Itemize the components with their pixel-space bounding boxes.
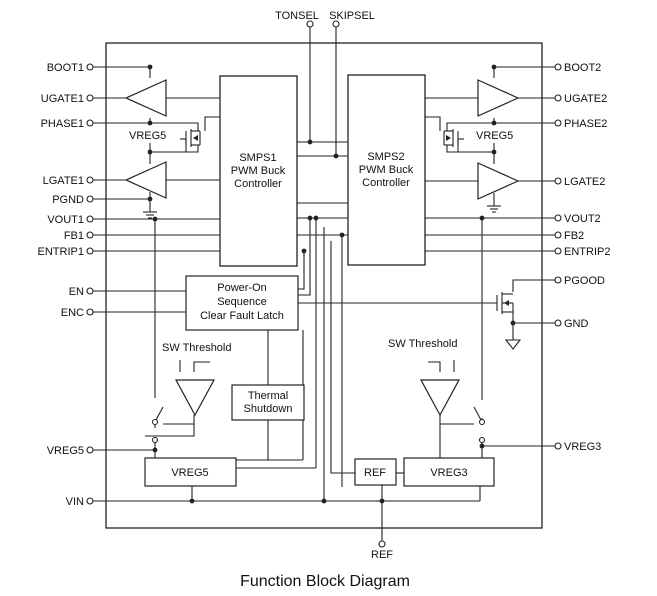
junction-dots xyxy=(147,64,516,504)
pin-boot2: BOOT2 xyxy=(564,62,601,74)
pin-entrip1: ENTRIP1 xyxy=(38,246,84,258)
pin-vin: VIN xyxy=(66,496,84,508)
sw-threshold-label-left: SW Threshold xyxy=(162,342,232,354)
gnd-ground-triangle xyxy=(504,339,522,350)
vreg5-pmos-switch xyxy=(180,129,201,147)
vreg5-pmos-switch-right xyxy=(443,129,464,147)
pin-phase1: PHASE1 xyxy=(41,118,84,130)
ugate1-driver-amplifier xyxy=(124,79,167,117)
vreg5-internal-label-right: VREG5 xyxy=(476,130,513,142)
thermal-shutdown-block xyxy=(231,384,305,421)
power-on-label-2: Sequence xyxy=(217,296,267,308)
vreg3-block xyxy=(403,457,495,487)
vreg5-switch xyxy=(151,406,164,444)
lgate2-ground-symbol xyxy=(487,205,501,213)
sw-threshold-label-right: SW Threshold xyxy=(388,338,458,350)
pin-ugate1: UGATE1 xyxy=(41,93,84,105)
smps1-label-1: SMPS1 xyxy=(239,152,276,164)
pin-tonsel: TONSEL xyxy=(275,10,319,22)
smps1-label-3: Controller xyxy=(234,178,282,190)
pin-gnd: GND xyxy=(564,318,589,330)
pin-vreg5: VREG5 xyxy=(47,445,84,457)
pgnd-ground-symbol xyxy=(143,211,157,219)
vreg3-block-label: VREG3 xyxy=(430,467,467,479)
ref-block xyxy=(354,458,397,486)
sw-threshold-comparator-left xyxy=(174,379,216,417)
pin-boot1: BOOT1 xyxy=(47,62,84,74)
thermal-label-2: Shutdown xyxy=(244,403,293,415)
ugate2-driver-amplifier xyxy=(477,79,520,117)
smps2-label-1: SMPS2 xyxy=(367,151,404,163)
pin-ugate2: UGATE2 xyxy=(564,93,607,105)
lgate2-driver-amplifier xyxy=(477,162,520,200)
vreg5-internal-label-left: VREG5 xyxy=(129,130,166,142)
wires xyxy=(93,27,555,541)
smps1-label-2: PWM Buck xyxy=(231,165,286,177)
pgood-nmos-transistor xyxy=(496,292,514,314)
sw-threshold-comparator-right xyxy=(419,379,461,417)
left-pin-labels: BOOT1 UGATE1 PHASE1 LGATE1 PGND VOUT1 FB… xyxy=(38,62,85,508)
vreg5-block xyxy=(144,457,237,487)
pin-vreg3: VREG3 xyxy=(564,441,601,453)
diagram-caption: Function Block Diagram xyxy=(240,573,410,590)
pin-en: EN xyxy=(69,286,84,298)
power-on-label-1: Power-On xyxy=(217,282,267,294)
smps1-block xyxy=(219,75,298,267)
pin-pgnd: PGND xyxy=(52,194,84,206)
smps2-block xyxy=(347,74,426,266)
pin-ref: REF xyxy=(371,549,393,561)
pin-vout1: VOUT1 xyxy=(47,214,84,226)
thermal-label-1: Thermal xyxy=(248,390,288,402)
pin-vout2: VOUT2 xyxy=(564,213,601,225)
pin-fb2: FB2 xyxy=(564,230,584,242)
pin-skipsel: SKIPSEL xyxy=(329,10,375,22)
pin-terminals xyxy=(86,20,562,548)
pin-fb1: FB1 xyxy=(64,230,84,242)
power-on-label-3: Clear Fault Latch xyxy=(200,310,284,322)
smps2-label-3: Controller xyxy=(362,177,410,189)
vreg3-switch xyxy=(473,406,486,444)
ref-block-label: REF xyxy=(364,467,386,479)
pin-lgate2: LGATE2 xyxy=(564,176,605,188)
right-pin-labels: BOOT2 UGATE2 PHASE2 LGATE2 VOUT2 FB2 ENT… xyxy=(564,62,610,453)
smps2-label-2: PWM Buck xyxy=(359,164,414,176)
vreg5-block-label: VREG5 xyxy=(171,467,208,479)
pin-phase2: PHASE2 xyxy=(564,118,607,130)
pin-pgood: PGOOD xyxy=(564,275,605,287)
pin-lgate1: LGATE1 xyxy=(43,175,84,187)
lgate1-driver-amplifier xyxy=(124,161,167,199)
power-on-sequence-block xyxy=(185,275,299,331)
pin-enc: ENC xyxy=(61,307,84,319)
pin-entrip2: ENTRIP2 xyxy=(564,246,610,258)
